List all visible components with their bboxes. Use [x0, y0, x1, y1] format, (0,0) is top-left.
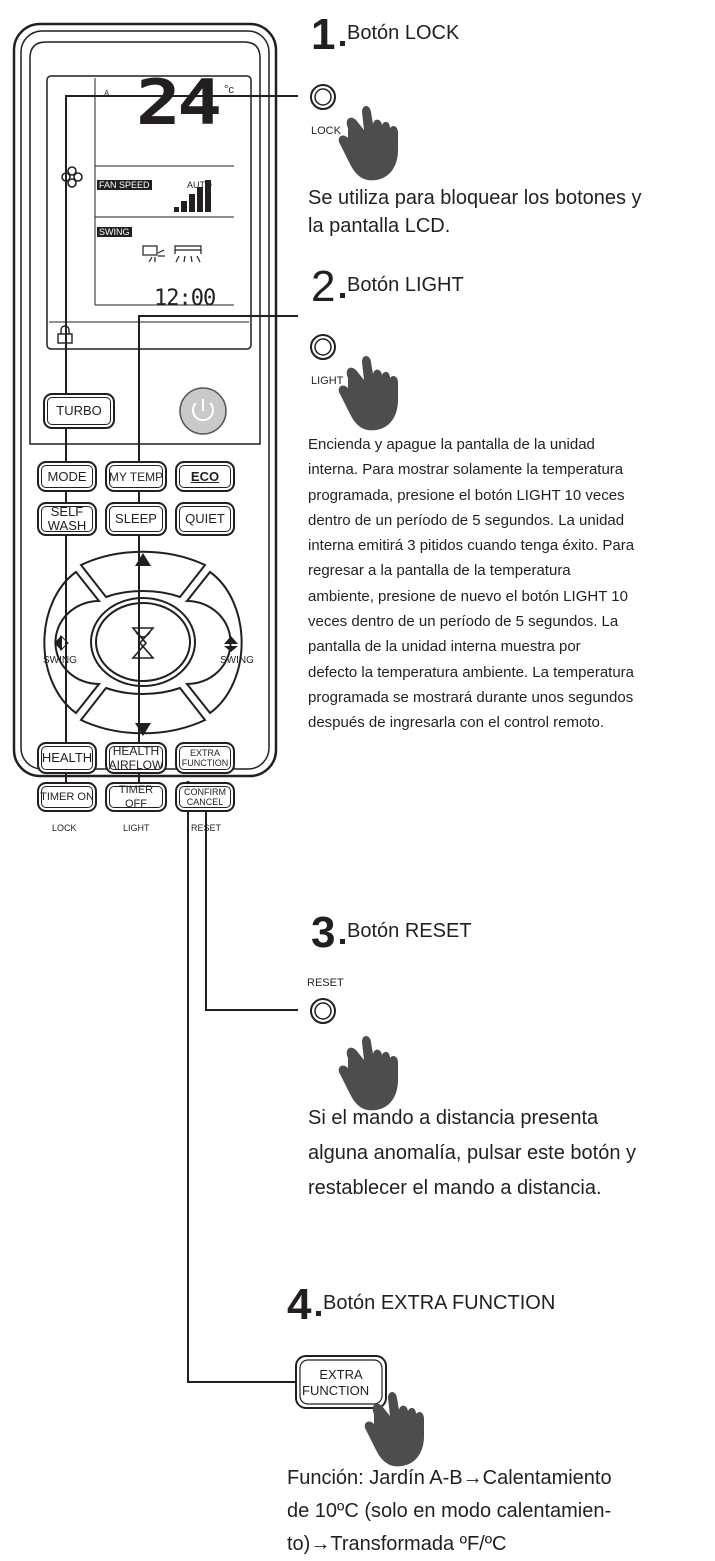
leader-extra	[187, 788, 296, 1383]
step2-title: Botón LIGHT	[347, 274, 464, 296]
lcd-clock: 12:00	[154, 286, 216, 311]
self-wash-button[interactable]: SELF WASH	[37, 502, 97, 536]
step2-text-line: programada, presione el botón LIGHT 10 v…	[308, 486, 625, 504]
step3-text-line: alguna anomalía, pulsar este botón y	[308, 1142, 636, 1164]
step2-text-line: interna emitirá 3 pitidos cuando tenga é…	[308, 537, 635, 555]
step2-text-line: Encienda y apague la pantalla de la unid…	[308, 436, 595, 453]
timer-on-button[interactable]: TIMER ON	[37, 782, 97, 812]
step1-text-line: la pantalla LCD.	[308, 215, 451, 237]
timer-off-button[interactable]: TIMER OFF	[105, 782, 167, 812]
confirm-cancel-line1: CONFIRM	[184, 787, 226, 797]
step2-text-line: veces dentro de un período de 5 segundos…	[308, 613, 619, 631]
self-wash-line1: SELF	[50, 504, 84, 519]
step3-text-line: restablecer el mando a distancia.	[308, 1177, 602, 1199]
step4-dot	[316, 1311, 321, 1316]
step2-text-line: programada se mostrará durante unos segu…	[308, 688, 634, 706]
sleep-button[interactable]: SLEEP	[105, 502, 167, 536]
lcd-screen	[46, 75, 252, 350]
extra-function-line1: EXTRA	[189, 748, 220, 758]
step4-button-line2: FUNCTION	[302, 1383, 370, 1398]
step4-text-line: to)→Transformada ºF/ºC	[287, 1533, 507, 1555]
step4-text-line: Función: Jardín A-B→Calentamiento	[287, 1467, 612, 1489]
my-temp-button[interactable]: MY TEMP	[105, 461, 167, 492]
health-button[interactable]: HEALTH	[37, 742, 97, 774]
lcd-mode-indicator: A	[104, 89, 110, 98]
mode-button[interactable]: MODE	[37, 461, 97, 492]
power-icon	[192, 399, 214, 422]
confirm-cancel-button[interactable]: CONFIRM CANCEL	[175, 782, 235, 812]
confirm-cancel-line2: CANCEL	[186, 797, 224, 807]
quiet-button[interactable]: QUIET	[175, 502, 235, 536]
lcd-fan-speed-label: FAN SPEED	[97, 180, 152, 190]
step2-text-line: ambiente, presione de nuevo el botón LIG…	[308, 587, 628, 605]
swing-left-arrows-icon	[54, 634, 69, 652]
snowflake-icon	[61, 166, 83, 188]
light-callout-button	[310, 334, 336, 360]
hand-pointer-icon	[338, 1036, 398, 1111]
extra-function-line2: FUNCTION	[181, 758, 229, 768]
eco-button[interactable]: ECO	[175, 461, 235, 492]
step2-text-line: defecto la temperatura ambiente. La temp…	[308, 663, 635, 681]
remote-diagram	[12, 22, 424, 1467]
reset-callout-button	[310, 998, 336, 1024]
step3-dot	[340, 939, 345, 944]
step3-title: Botón RESET	[347, 920, 472, 942]
step2-text: Encienda y apague la pantalla de la unid…	[308, 432, 713, 736]
remote-body-outer	[12, 22, 278, 778]
lock-callout-button	[310, 84, 336, 110]
step3-number: 3	[311, 908, 336, 957]
extra-function-callout-button	[295, 1355, 387, 1409]
step1-text: Se utiliza para bloquear los botones y l…	[308, 184, 708, 240]
step4-text: Función: Jardín A-B→Calentamiento de 10º…	[287, 1462, 707, 1561]
swing-left-label[interactable]: SWING	[43, 655, 77, 666]
lcd-temperature: 24	[136, 66, 222, 139]
step1-text-line: Se utiliza para bloquear los botones y	[308, 187, 642, 209]
step1-button-label: LOCK	[311, 125, 341, 137]
leader-lock	[65, 95, 298, 802]
step2-button-label: LIGHT	[311, 375, 344, 387]
step1-dot	[340, 41, 345, 46]
fan-icon	[131, 627, 155, 659]
turbo-button[interactable]: TURBO	[43, 393, 115, 429]
step3-button-label: RESET	[307, 977, 344, 989]
lcd-swing-label: SWING	[97, 227, 132, 237]
swing-right-label[interactable]: SWING	[220, 655, 254, 666]
direction-pad	[43, 550, 243, 735]
swing-right-arrows-icon	[224, 636, 238, 652]
fan-speed-bars-icon	[174, 180, 211, 212]
self-wash-line2: WASH	[47, 518, 87, 533]
light-button-label: LIGHT	[123, 823, 150, 833]
step2-text-line: regresar a la pantalla de la temperatura	[308, 562, 571, 580]
step1-number: 1	[311, 10, 336, 59]
step2-number: 2	[311, 262, 336, 311]
lock-button-label: LOCK	[52, 823, 77, 833]
health-airflow-line1: HEALTH	[112, 744, 160, 758]
step2-text-line: interna. Para mostrar solamente la tempe…	[308, 461, 624, 479]
hand-pointer-icon	[338, 106, 398, 181]
step1-title: Botón LOCK	[347, 22, 460, 44]
step4-button-label: EXTRA FUNCTION	[300, 1367, 382, 1399]
step2-text-line: dentro de un período de 5 segundos. La u…	[308, 511, 625, 529]
reset-button-label: RESET	[191, 823, 222, 833]
step2-text-line: pantalla de la unidad interna muestra po…	[308, 638, 581, 656]
swing-vane-icon	[142, 245, 165, 263]
step4-button-line1: EXTRA	[319, 1367, 363, 1382]
lcd-fan-auto-label: AUTO	[187, 180, 212, 190]
health-airflow-button[interactable]: HEALTH AIRFLOW	[105, 742, 167, 774]
step3-text-line: Si el mando a distancia presenta	[308, 1107, 599, 1129]
leader-reset	[205, 808, 298, 1011]
step3-text: Si el mando a distancia presenta alguna …	[308, 1101, 708, 1206]
swing-louver-icon	[174, 245, 202, 263]
step4-number: 4	[287, 1280, 312, 1329]
lcd-temp-unit: °c	[224, 84, 234, 96]
step2-dot	[340, 293, 345, 298]
step4-text-line: de 10ºC (solo en modo calentamien-	[287, 1500, 612, 1522]
hand-pointer-icon	[338, 356, 398, 431]
extra-function-button[interactable]: EXTRA FUNCTION	[175, 742, 235, 774]
step2-text-line: después de ingresarla con el control rem…	[308, 714, 605, 732]
leader-light	[138, 315, 298, 802]
step4-title: Botón EXTRA FUNCTION	[323, 1292, 556, 1314]
health-airflow-line2: AIRFLOW	[108, 758, 164, 772]
